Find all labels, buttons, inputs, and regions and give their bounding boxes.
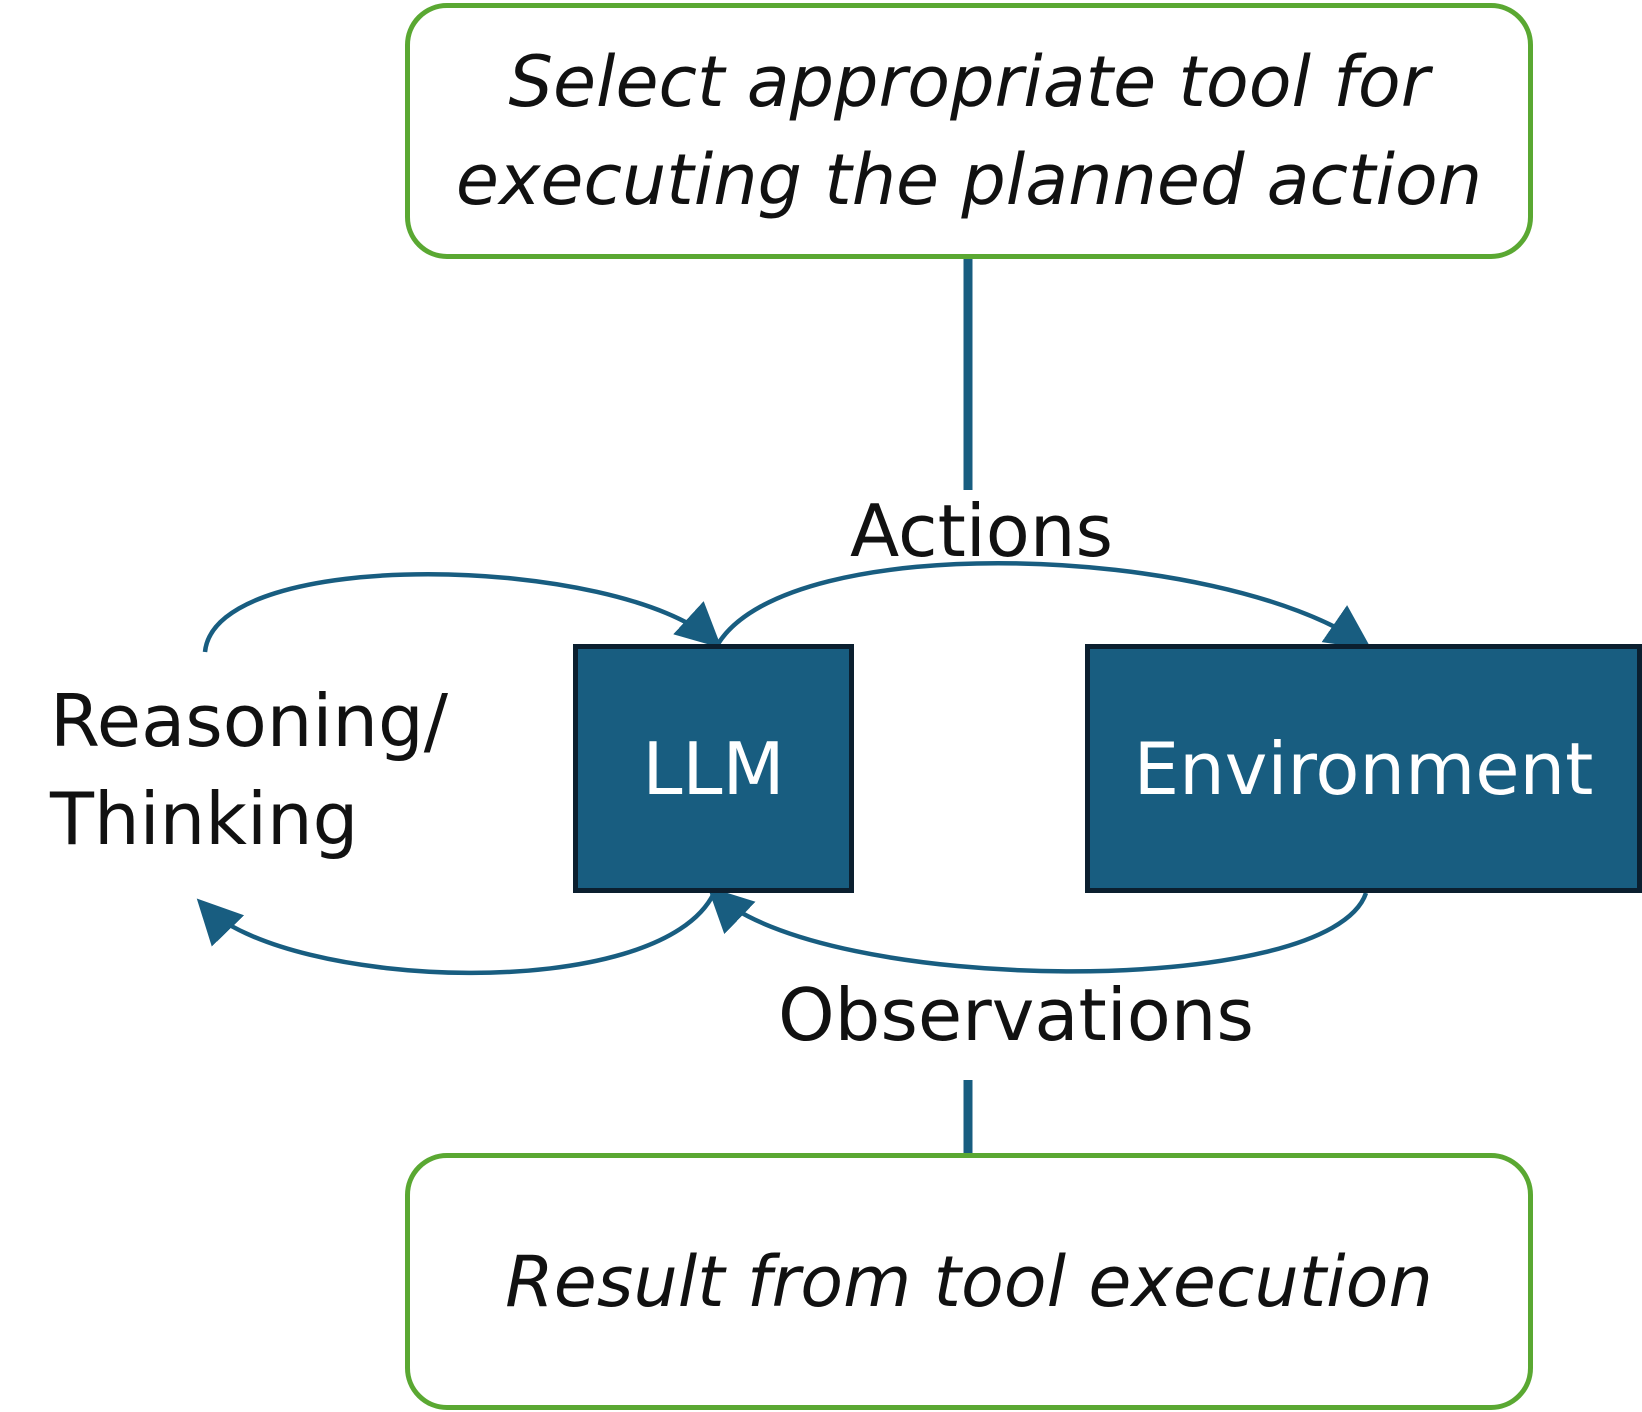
actions-arrow (716, 561, 1372, 650)
tool-result-note: Result from tool execution (405, 1153, 1533, 1410)
environment-node-label: Environment (1133, 726, 1594, 811)
tool-selection-note-text: Select appropriate tool for executing th… (455, 41, 1483, 221)
llm-node: LLM (573, 644, 854, 893)
reasoning-loop-top-arrow (202, 572, 722, 653)
observations-arrow (707, 886, 1369, 974)
tool-result-note-text: Result from tool execution (505, 1240, 1433, 1323)
reasoning-loop-bottom-arrow (196, 892, 717, 976)
tool-selection-note: Select appropriate tool for executing th… (405, 3, 1533, 259)
llm-node-label: LLM (642, 726, 785, 811)
actions-label: Actions (850, 489, 1114, 573)
observations-label: Observations (778, 973, 1254, 1057)
environment-node: Environment (1085, 644, 1642, 893)
reasoning-thinking-label: Reasoning/ Thinking (50, 679, 449, 861)
